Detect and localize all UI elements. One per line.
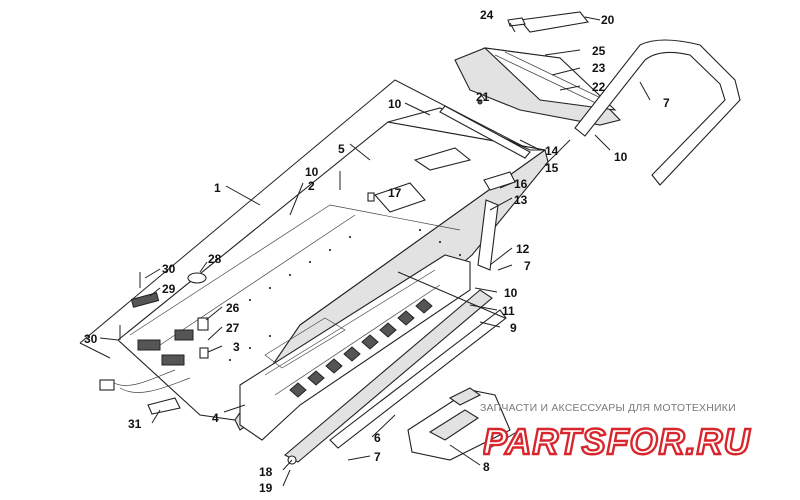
callout-5: 5 <box>338 142 345 156</box>
brace-rod <box>477 199 499 271</box>
seat-assembly <box>454 11 622 126</box>
callout-31: 31 <box>128 417 142 431</box>
callout-20: 20 <box>601 13 615 27</box>
callout-30b: 30 <box>84 332 98 346</box>
callout-7d: 7 <box>374 450 381 464</box>
footrest-plate <box>407 387 511 461</box>
leader-lines <box>99 16 651 487</box>
callout-28: 28 <box>208 252 222 266</box>
wiring-harness <box>99 317 209 415</box>
callout-10c: 10 <box>614 150 628 164</box>
callout-21: 21 <box>476 90 490 104</box>
diamond-cutouts <box>289 298 433 398</box>
callout-19: 19 <box>259 481 273 495</box>
callout-15: 15 <box>545 161 559 175</box>
callout-12: 12 <box>516 242 530 256</box>
callout-1: 1 <box>214 181 221 195</box>
callout-11: 11 <box>502 304 515 318</box>
callout-27: 27 <box>226 321 240 335</box>
callout-6: 6 <box>374 431 381 445</box>
callout-22: 22 <box>592 80 606 94</box>
callout-17: 17 <box>388 186 402 200</box>
watermark: ЗАПЧАСТИ И АКСЕССУАРЫ ДЛЯ МОТОТЕХНИКИ PA… <box>480 398 800 478</box>
callout-14: 14 <box>545 144 559 158</box>
rivet-dots <box>228 228 462 362</box>
watermark-logo: PARTSFOR.RU <box>483 420 751 463</box>
fastener-17 <box>367 192 375 202</box>
rear-grab-bar <box>574 39 741 186</box>
callout-9: 9 <box>510 321 517 335</box>
grommet-part <box>187 272 207 284</box>
side-rail <box>239 254 471 441</box>
small-parts <box>119 192 375 340</box>
callout-7b: 7 <box>524 259 531 273</box>
callout-23: 23 <box>592 61 606 75</box>
watermark-logo-text: PARTSFOR.RU <box>483 421 751 462</box>
top-mount-bracket <box>439 105 531 159</box>
callout-16: 16 <box>514 177 528 191</box>
callout-labels: 1 2 3 4 5 6 7 7 7 7 8 9 10 10 10 10 11 1… <box>84 8 670 495</box>
decal-part <box>130 292 160 308</box>
callout-7a: 7 <box>663 96 670 110</box>
callout-10a: 10 <box>388 97 402 111</box>
callout-10b: 10 <box>305 165 319 179</box>
callout-3: 3 <box>233 340 240 354</box>
callout-4: 4 <box>212 411 219 425</box>
watermark-caption: ЗАПЧАСТИ И АКСЕССУАРЫ ДЛЯ МОТОТЕХНИКИ <box>480 402 736 414</box>
callout-8: 8 <box>483 460 490 474</box>
callout-13: 13 <box>514 193 528 207</box>
callout-18: 18 <box>259 465 273 479</box>
callout-2: 2 <box>308 179 315 193</box>
callout-24: 24 <box>480 8 494 22</box>
callout-25: 25 <box>592 44 606 58</box>
assembly-bracket <box>79 79 541 359</box>
running-rails <box>284 271 507 465</box>
callout-10d: 10 <box>504 286 518 300</box>
callout-7c: 7 <box>484 444 491 458</box>
callout-29: 29 <box>162 282 176 296</box>
callout-26: 26 <box>226 301 240 315</box>
callout-30a: 30 <box>162 262 176 276</box>
